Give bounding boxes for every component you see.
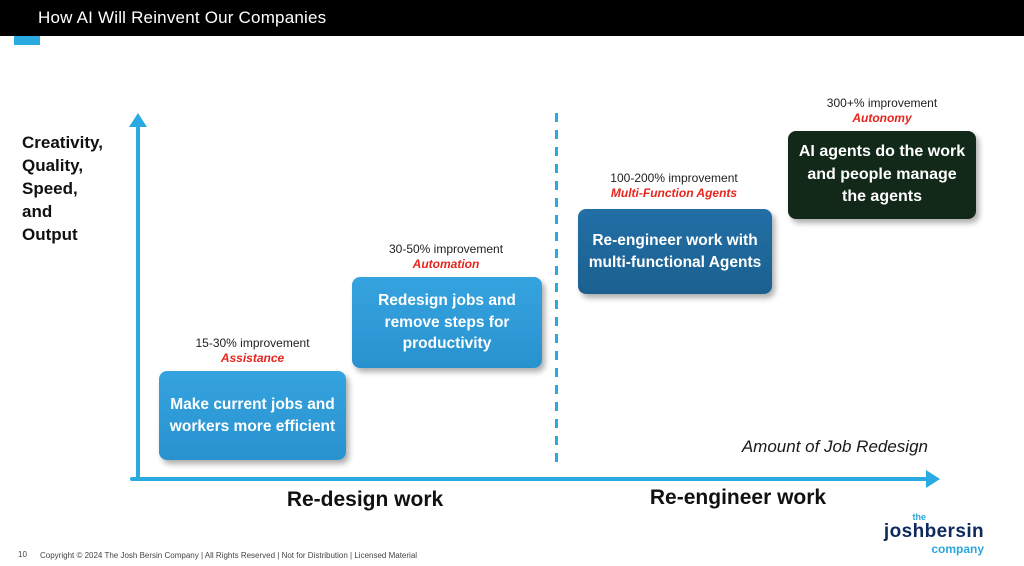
stage-3-box: Re-engineer work with multi-functional A… <box>578 209 772 294</box>
x-axis-label: Amount of Job Redesign <box>741 437 928 456</box>
stage-4-capability-tag: Autonomy <box>852 111 912 125</box>
y-axis-line <box>136 126 140 481</box>
stage-1-capability-tag: Assistance <box>220 351 285 365</box>
section-label-redesign-work: Re-design work <box>286 488 444 511</box>
stage-1-box: Make current jobs and workers more effic… <box>159 371 346 460</box>
logo-prefix: the <box>912 512 927 522</box>
stage-4-box: AI agents do the work and people manage … <box>788 131 976 219</box>
x-axis-line <box>130 477 928 481</box>
y-axis-label: Creativity, Quality, Speed, and Output <box>22 133 103 244</box>
stage-2-capability-tag: Automation <box>412 257 480 271</box>
x-axis-arrowhead-icon <box>926 470 940 488</box>
stage-4-improvement-label: 300+% improvement <box>826 96 938 110</box>
copyright-text: Copyright © 2024 The Josh Bersin Company… <box>40 551 418 560</box>
y-axis-arrowhead-icon <box>129 113 147 127</box>
section-label-reengineer-work: Re-engineer work <box>649 486 827 509</box>
slide-title: How AI Will Reinvent Our Companies <box>38 8 327 27</box>
logo-name: joshbersin <box>883 521 984 543</box>
stage-3-capability-tag: Multi-Function Agents <box>610 186 738 200</box>
section-divider-dashed-line <box>555 113 558 465</box>
stage-2-improvement-label: 30-50% improvement <box>388 242 504 256</box>
stage-2-box: Redesign jobs and remove steps for produ… <box>352 277 542 368</box>
header-accent-bar <box>14 36 40 45</box>
joshbersin-company-logo: the joshbersin company <box>883 512 984 557</box>
page-number: 10 <box>18 550 27 559</box>
logo-suffix: company <box>931 542 984 557</box>
stage-3-improvement-label: 100-200% improvement <box>610 171 738 185</box>
stage-1-improvement-label: 15-30% improvement <box>195 336 310 350</box>
slide-header-bar: How AI Will Reinvent Our Companies <box>0 0 1024 36</box>
